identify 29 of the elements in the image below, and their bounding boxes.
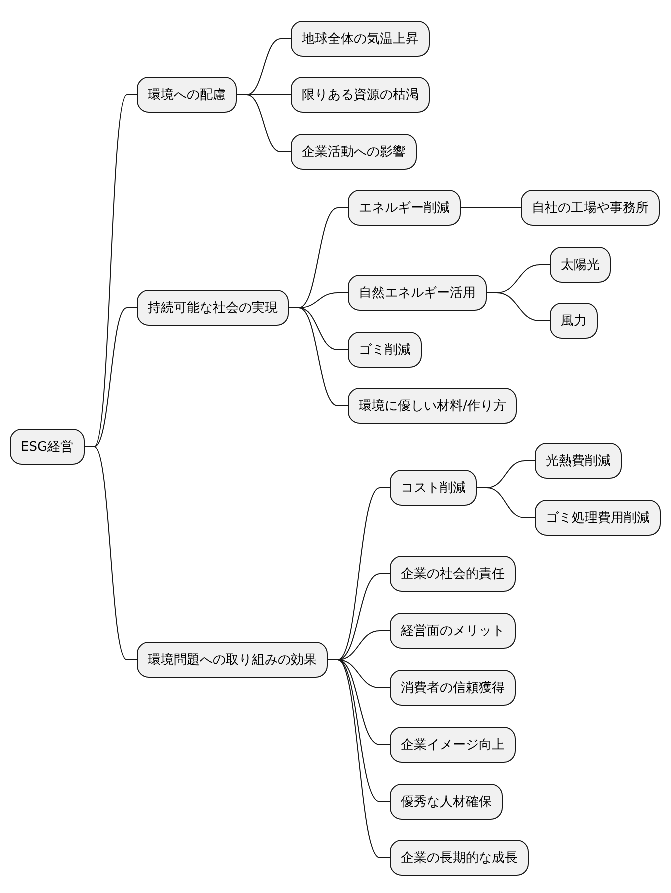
connector-line bbox=[486, 292, 550, 322]
connector-line bbox=[84, 446, 138, 660]
topic-box: 持続可能な社会の実現 bbox=[137, 290, 289, 326]
topic-box: ゴミ削減 bbox=[348, 332, 422, 368]
topic-box: コスト削減 bbox=[390, 470, 477, 506]
topic-box: 風力 bbox=[550, 303, 598, 339]
topic-box: 企業活動への影響 bbox=[291, 134, 417, 170]
topic-box: 企業の長期的な成長 bbox=[390, 840, 529, 876]
topic-box: 光熱費削減 bbox=[535, 443, 622, 479]
topic-box: 地球全体の気温上昇 bbox=[291, 21, 430, 57]
topic-box: 経営面のメリット bbox=[390, 613, 516, 649]
topic-box: ESG経営 bbox=[10, 429, 85, 465]
topic-box: ゴミ処理費用削減 bbox=[535, 500, 661, 536]
topic-box: 企業イメージ向上 bbox=[390, 727, 516, 763]
connector-line bbox=[328, 660, 390, 858]
topic-box: 限りある資源の枯渇 bbox=[291, 77, 430, 113]
topic-box: 消費者の信頼獲得 bbox=[390, 670, 516, 706]
connector-line bbox=[476, 488, 536, 518]
topic-box: エネルギー削減 bbox=[348, 190, 461, 226]
connector-line bbox=[288, 308, 348, 406]
topic-box: 優秀な人材確保 bbox=[390, 784, 503, 820]
topic-box: 太陽光 bbox=[550, 247, 611, 283]
topic-box: 環境への配慮 bbox=[137, 77, 237, 113]
topic-box: 企業の社会的責任 bbox=[390, 556, 516, 592]
topic-box: 自社の工場や事務所 bbox=[521, 190, 660, 226]
topic-box: 環境に優しい材料/作り方 bbox=[348, 388, 518, 424]
connector-line bbox=[236, 94, 292, 152]
topic-box: 環境問題への取り組みの効果 bbox=[137, 642, 328, 678]
topic-box: 自然エネルギー活用 bbox=[348, 275, 487, 311]
